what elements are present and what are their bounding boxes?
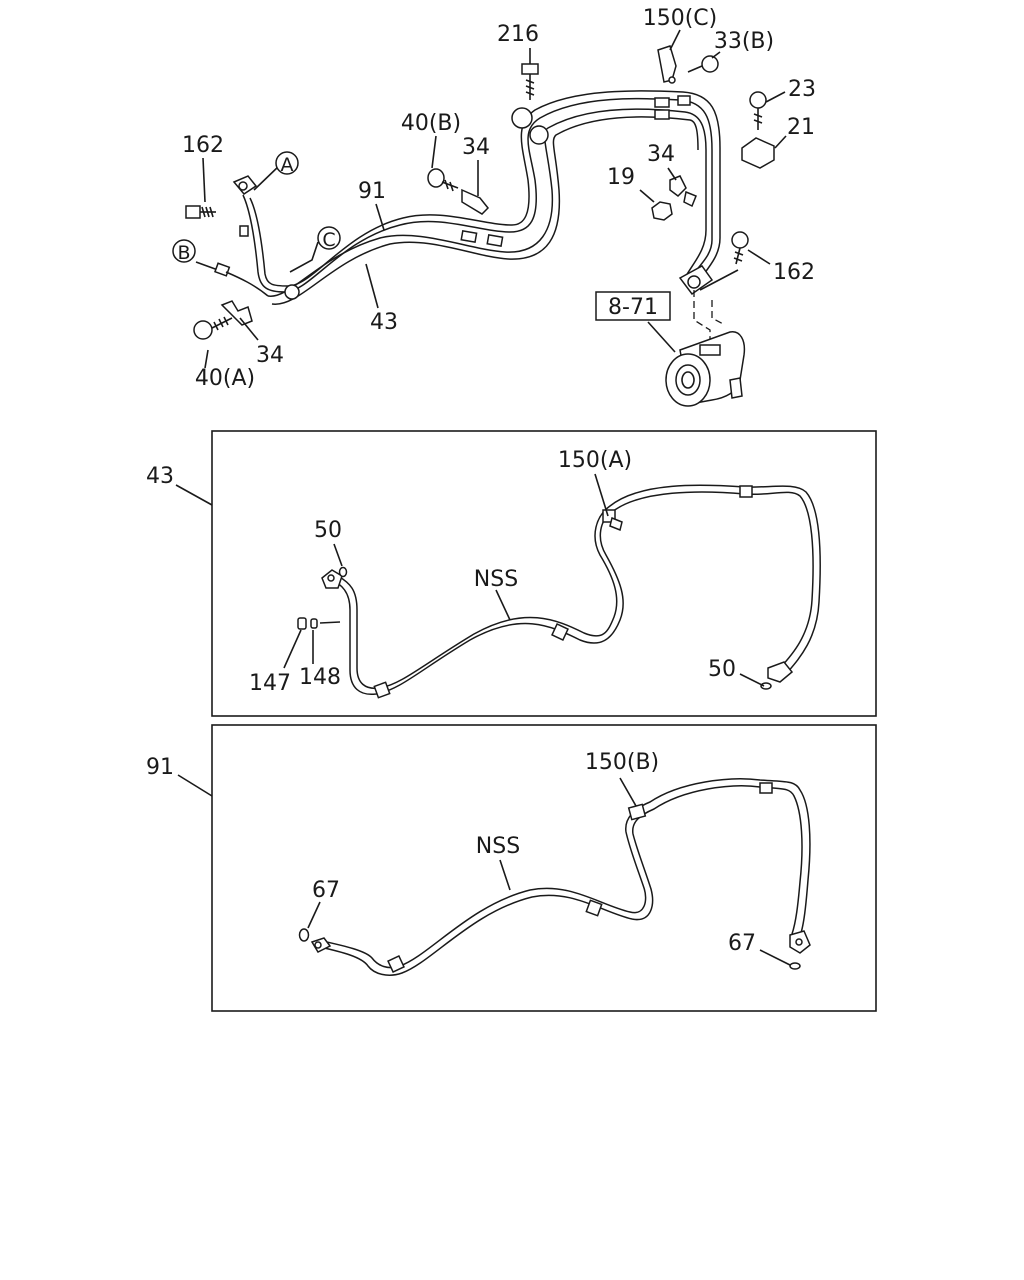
leader-c xyxy=(289,241,319,273)
callout-216: 216 xyxy=(497,22,539,47)
panel-43-callout-50-left: 50 xyxy=(314,518,342,543)
callout-40b: 40(B) xyxy=(401,111,461,136)
panel-91-id: 91 xyxy=(146,755,174,780)
leader-43 xyxy=(365,263,379,309)
callout-34-right: 34 xyxy=(647,142,675,167)
panel-43: 43 150(A) 50 NSS 147 148 50 xyxy=(146,430,877,717)
panel-43-callout-50-right: 50 xyxy=(708,657,736,682)
callout-21: 21 xyxy=(787,115,815,140)
panel-43-callout-147: 147 xyxy=(249,671,291,696)
callout-871-box xyxy=(595,291,671,321)
bolt-216 xyxy=(521,48,539,100)
circle-b-label: B xyxy=(177,242,190,264)
callout-91-top: 91 xyxy=(358,179,386,204)
panel-91-callout-nss: NSS xyxy=(476,834,520,859)
panel-43-frame xyxy=(211,430,877,717)
panel-91-callout-67-right: 67 xyxy=(728,931,756,956)
bolt-162-top xyxy=(185,157,216,219)
bolt-23 xyxy=(749,91,786,130)
bolt-40b xyxy=(427,135,490,215)
circle-marker-a xyxy=(275,151,299,175)
bracket-21 xyxy=(741,135,787,169)
callout-150c: 150(C) xyxy=(643,6,718,31)
clamp-150c xyxy=(657,29,721,84)
callout-40a: 40(A) xyxy=(195,366,255,391)
callout-33b: 33(B) xyxy=(714,29,774,54)
panel-43-callout-nss: NSS xyxy=(474,567,518,592)
panel-43-callout-150a: 150(A) xyxy=(558,448,632,473)
bolt-162-right xyxy=(699,231,771,291)
callout-871: 8-71 xyxy=(608,295,658,320)
compressor xyxy=(647,290,746,407)
circle-marker-b xyxy=(172,239,196,263)
top-assembly: A B C 216 150(C) 33(B) 23 21 162 162 40(… xyxy=(172,6,816,407)
leader-91 xyxy=(375,203,385,231)
circle-c-label: C xyxy=(322,229,335,251)
hose-bundle xyxy=(242,90,721,305)
callout-34-left: 34 xyxy=(256,343,284,368)
callout-23: 23 xyxy=(788,77,816,102)
callout-162-right: 162 xyxy=(773,260,815,285)
panel-43-id: 43 xyxy=(146,464,174,489)
left-fitting xyxy=(195,164,281,341)
callout-162-top: 162 xyxy=(182,133,224,158)
panel-43-callout-148: 148 xyxy=(299,665,341,690)
panel-91-callout-150b: 150(B) xyxy=(585,750,659,775)
callout-19: 19 xyxy=(607,165,635,190)
bolt-40a xyxy=(193,316,233,369)
panel-91-callout-67-left: 67 xyxy=(312,878,340,903)
callout-43-top: 43 xyxy=(370,310,398,335)
panel-91: 91 150(B) NSS 67 67 xyxy=(146,724,877,1012)
callout-34-mid: 34 xyxy=(462,135,490,160)
circle-marker-c xyxy=(317,226,341,250)
circle-a-label: A xyxy=(281,154,294,176)
panel-91-frame xyxy=(211,724,877,1012)
nut-19 xyxy=(639,167,697,221)
